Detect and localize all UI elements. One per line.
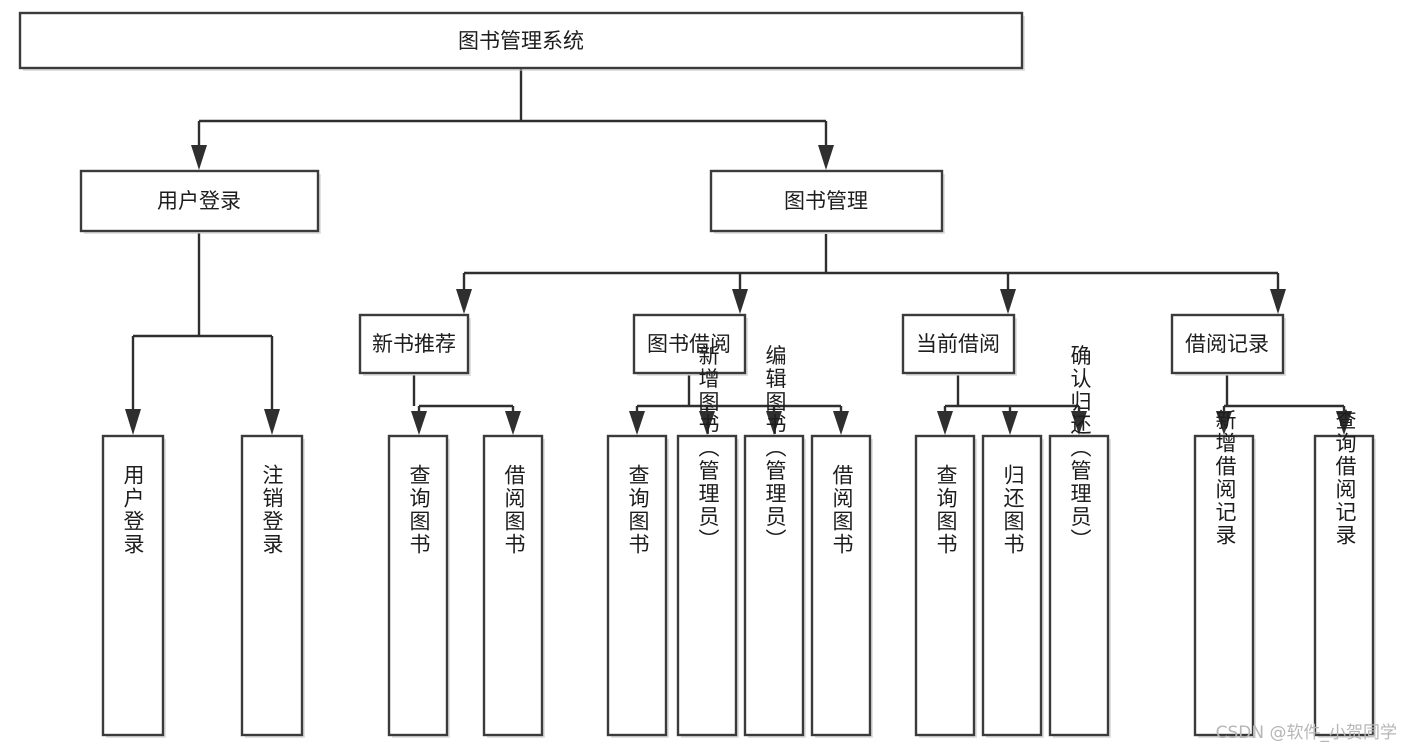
leaf-user-login-2-label: 注销登录 [260, 464, 284, 556]
node-new-book-recommend-box[interactable] [358, 313, 470, 375]
arrow-book-mgmt-child-3 [1000, 289, 1016, 314]
leaf-user-login-1-box[interactable] [101, 434, 165, 737]
arrow-book-mgmt-child-4 [1270, 289, 1286, 314]
node-root-box[interactable] [18, 11, 1024, 70]
leaf-recommend-2-box[interactable] [482, 434, 544, 737]
arrow-current-leaf-1 [937, 411, 953, 435]
node-root-label: 图书管理系统 [458, 29, 584, 53]
node-root[interactable]: 图书管理系统 [18, 11, 1025, 71]
node-borrow-record-label: 借阅记录 [1185, 332, 1269, 356]
leaf-borrow-3-label: 编辑图书（管理员） [763, 345, 787, 552]
leaf-user-login-2[interactable]: 注销登录 [240, 434, 305, 738]
leaf-record-1-box[interactable] [1193, 434, 1255, 737]
leaf-current-1-box[interactable] [914, 434, 976, 737]
arrow-current-leaf-2 [1002, 411, 1018, 435]
node-borrow-record[interactable]: 借阅记录 [1170, 313, 1286, 376]
leaf-borrow-3-box[interactable] [743, 434, 805, 737]
node-book-borrow-box[interactable] [632, 313, 747, 375]
node-new-book-recommend-label: 新书推荐 [372, 332, 456, 356]
leaf-recommend-1-box[interactable] [387, 434, 449, 737]
arrow-user-login-leaf-1 [125, 409, 141, 435]
leaf-user-login-2-box[interactable] [240, 434, 304, 737]
leaf-borrow-2-box[interactable] [676, 434, 738, 737]
leaf-current-3[interactable]: 确认归还（管理员） [1048, 345, 1111, 739]
leaf-recommend-1[interactable]: 查询图书 [387, 434, 450, 738]
leaf-borrow-1-box[interactable] [606, 434, 668, 737]
leaf-current-1[interactable]: 查询图书 [914, 434, 977, 738]
leaf-borrow-2-label: 新增图书（管理员） [696, 345, 720, 552]
leaf-current-2-box[interactable] [981, 434, 1043, 737]
leaf-borrow-4-box[interactable] [810, 434, 872, 737]
leaf-borrow-3[interactable]: 编辑图书（管理员） [743, 345, 806, 739]
leaf-user-login-1[interactable]: 用户登录 [101, 434, 166, 738]
node-user-login[interactable]: 用户登录 [79, 169, 321, 234]
leaf-current-2[interactable]: 归还图书 [981, 434, 1044, 738]
leaf-current-1-label: 查询图书 [934, 464, 958, 556]
leaf-borrow-1-label: 查询图书 [626, 464, 650, 556]
arrow-root-to-book-mgmt [818, 145, 834, 170]
node-new-book-recommend[interactable]: 新书推荐 [358, 313, 471, 376]
node-current-borrow[interactable]: 当前借阅 [901, 313, 1017, 376]
arrow-current-leaf-3 [1071, 411, 1087, 435]
leaf-borrow-4-label: 借阅图书 [830, 464, 854, 556]
node-book-management[interactable]: 图书管理 [709, 169, 945, 234]
arrow-borrow-leaf-3 [766, 411, 782, 435]
node-book-management-label: 图书管理 [784, 189, 868, 213]
node-book-borrow-label: 图书借阅 [647, 332, 731, 356]
leaf-current-3-label: 确认归还（管理员） [1068, 345, 1092, 552]
arrow-record-leaf-1 [1216, 411, 1232, 435]
arrow-record-leaf-2 [1336, 411, 1352, 435]
leaf-borrow-1[interactable]: 查询图书 [606, 434, 669, 738]
arrow-user-login-leaf-2 [264, 409, 280, 435]
node-current-borrow-label: 当前借阅 [916, 332, 1000, 356]
leaf-user-login-1-label: 用户登录 [121, 464, 145, 556]
leaf-record-1[interactable]: 新增借阅记录 [1193, 409, 1256, 738]
leaf-record-2-box[interactable] [1313, 434, 1375, 737]
node-user-login-box[interactable] [79, 169, 320, 233]
leaf-recommend-2-label: 借阅图书 [502, 464, 526, 556]
leaf-record-2[interactable]: 查询借阅记录 [1313, 409, 1376, 738]
node-book-management-box[interactable] [709, 169, 944, 233]
arrow-recommend-leaf-2 [505, 411, 521, 435]
arrow-borrow-leaf-2 [699, 411, 715, 435]
leaf-borrow-2[interactable]: 新增图书（管理员） [676, 345, 739, 739]
connector-layer [125, 69, 1352, 435]
leaf-record-1-label: 新增借阅记录 [1213, 409, 1237, 547]
leaf-recommend-2[interactable]: 借阅图书 [482, 434, 545, 738]
leaf-current-2-label: 归还图书 [1001, 464, 1025, 556]
node-current-borrow-box[interactable] [901, 313, 1016, 375]
arrow-recommend-leaf-1 [411, 411, 427, 435]
arrow-book-mgmt-child-1 [456, 289, 472, 314]
arrow-book-mgmt-child-2 [732, 289, 748, 314]
arrow-borrow-leaf-1 [629, 411, 645, 435]
arrow-root-to-user-login [191, 145, 207, 170]
leaf-current-3-box[interactable] [1048, 434, 1110, 737]
leaf-recommend-1-label: 查询图书 [407, 464, 431, 556]
node-book-borrow[interactable]: 图书借阅 [632, 313, 748, 376]
leaf-borrow-4[interactable]: 借阅图书 [810, 434, 873, 738]
node-user-login-label: 用户登录 [157, 189, 241, 213]
arrow-borrow-leaf-4 [833, 411, 849, 435]
node-borrow-record-box[interactable] [1170, 313, 1285, 375]
leaf-record-2-label: 查询借阅记录 [1333, 409, 1357, 547]
